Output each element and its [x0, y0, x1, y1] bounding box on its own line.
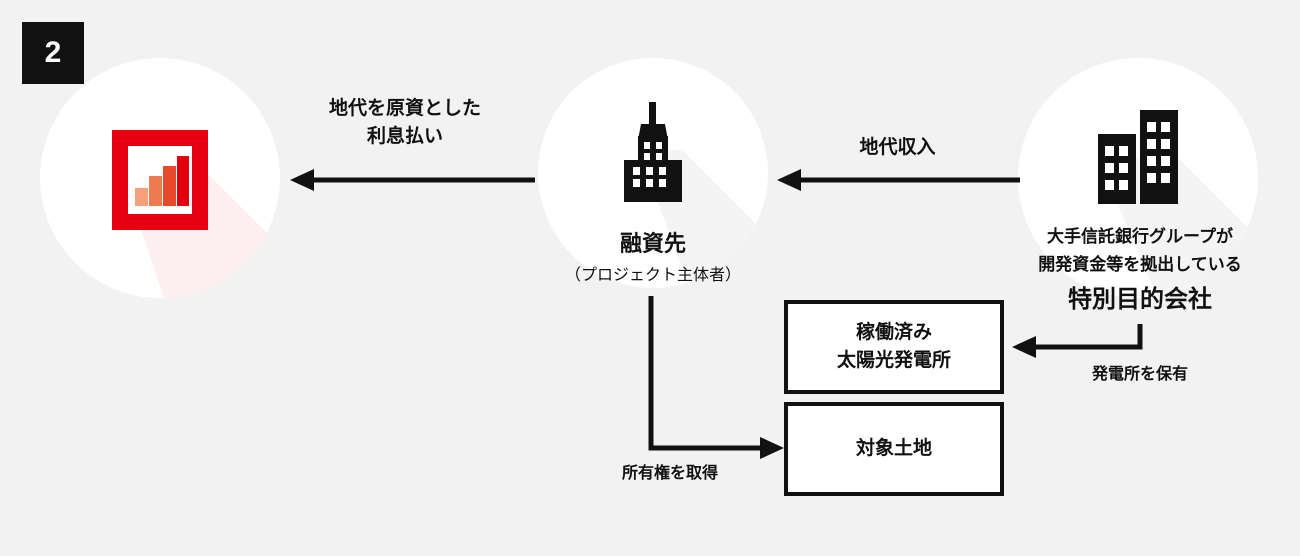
- target-land-box: 対象土地: [784, 402, 1004, 496]
- arrow-acquire-ownership: [648, 296, 784, 459]
- spc-lead-line-2: 開発資金等を拠出している: [1038, 255, 1242, 274]
- land-rent-income-label: 地代収入: [859, 137, 936, 158]
- step-number-badge: 2: [22, 22, 84, 84]
- acquire-ownership-label: 所有権を取得: [621, 465, 718, 482]
- spc-strong-title: 特別目的会社: [1068, 286, 1212, 313]
- arrow-rent-income: [777, 169, 1020, 191]
- arrow-interest-payment: [290, 169, 535, 191]
- borrower-title: 融資先: [619, 231, 686, 256]
- own-power-plant-label: 発電所を保有: [1091, 366, 1188, 383]
- borrower-subtitle: （プロジェクト主体者）: [564, 267, 741, 284]
- spc-lead-line-1: 大手信託銀行グループが: [1047, 227, 1233, 246]
- bar-chart-growth-icon: [112, 130, 208, 230]
- two-office-buildings-icon: [1098, 110, 1180, 204]
- arrow-own-power-plant: [1012, 324, 1143, 358]
- skyscraper-building-icon: [614, 102, 692, 202]
- solar-plant-box: 稼働済み 太陽光発電所: [784, 300, 1004, 394]
- interest-payment-label: 地代を原資とした 利息払い: [328, 98, 481, 147]
